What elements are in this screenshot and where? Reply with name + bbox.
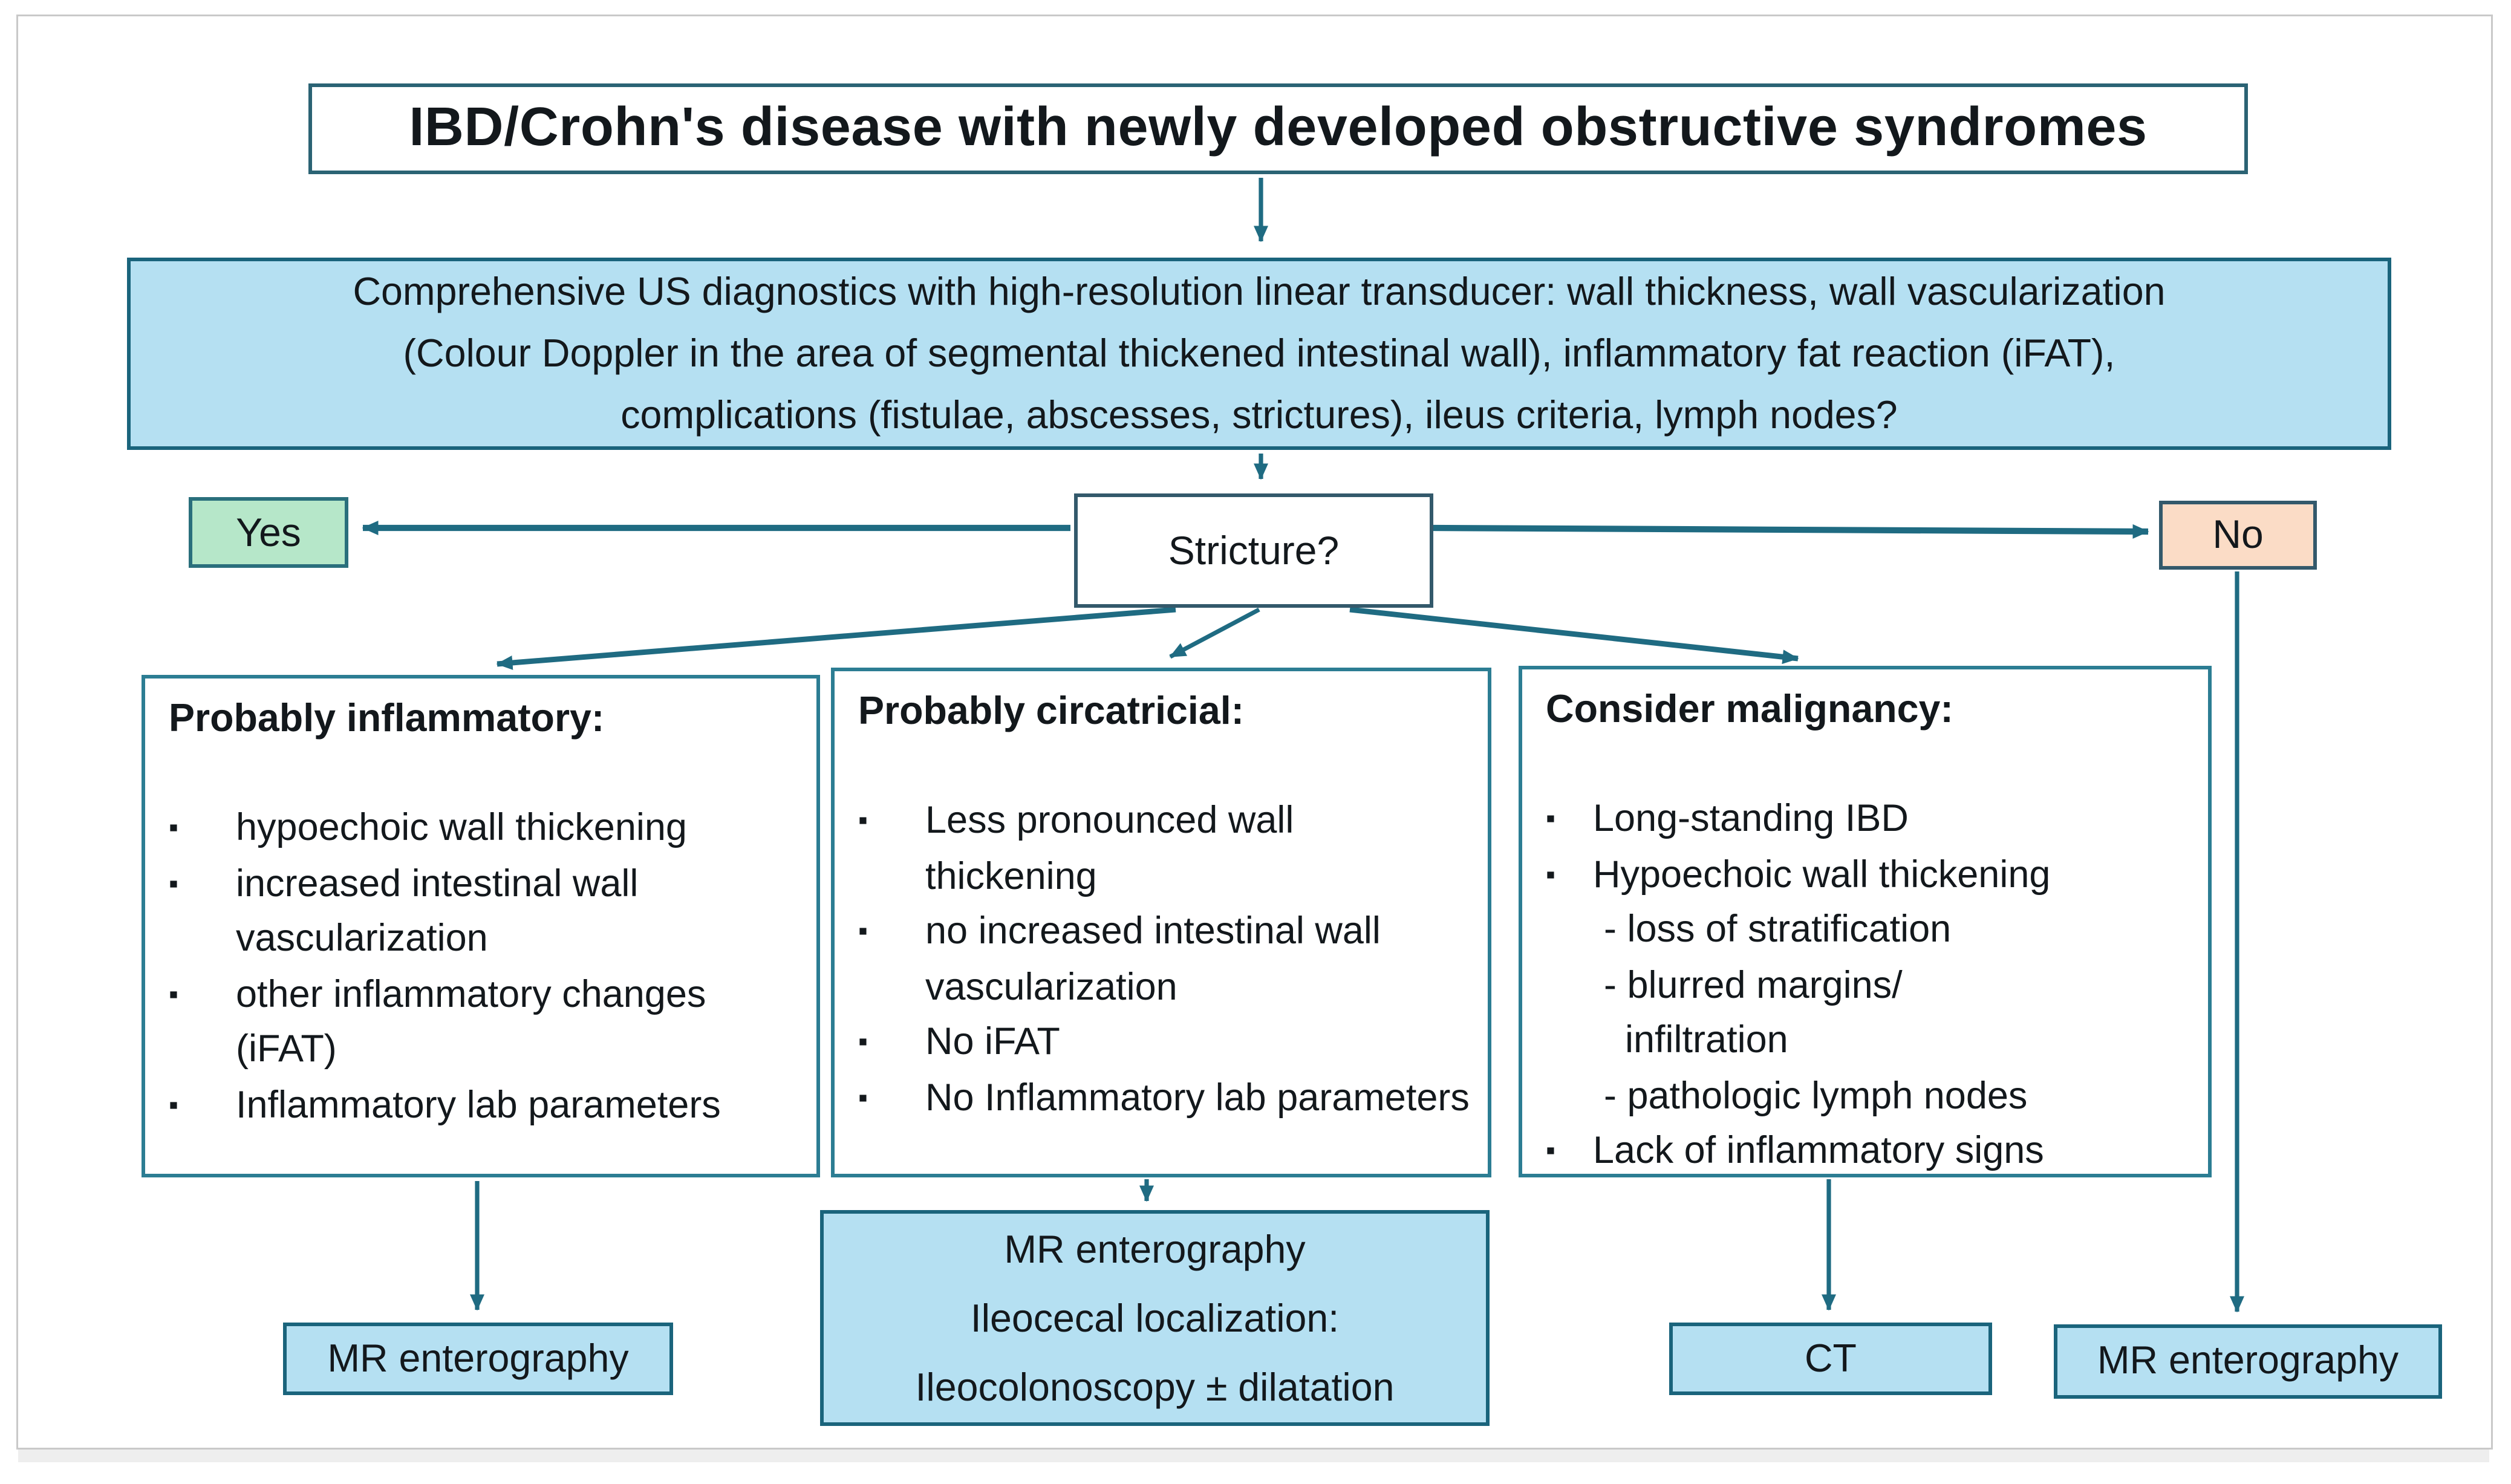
probably-inflammatory-box: Probably inflammatory: ▪ hypoechoic wall… bbox=[142, 675, 820, 1177]
square-bullet-icon: ▪ bbox=[1546, 1136, 1555, 1167]
list-item: ▪ Lack of inflammatory signs bbox=[1546, 1125, 2193, 1180]
square-bullet-icon: ▪ bbox=[858, 1082, 868, 1113]
title-box: IBD/Crohn's disease with newly developed… bbox=[308, 83, 2248, 174]
list-item: ▪ Inflammatory lab parameters bbox=[169, 1079, 802, 1134]
page-title: IBD/Crohn's disease with newly developed… bbox=[409, 98, 2148, 158]
list-item: ▪ No Inflammatory lab parameters bbox=[858, 1072, 1473, 1127]
yes-box: Yes bbox=[189, 497, 348, 568]
circatricial-header: Probably circatricial: bbox=[858, 689, 1245, 733]
square-bullet-icon: ▪ bbox=[858, 916, 868, 947]
sub-item: - pathologic lymph nodes bbox=[1604, 1075, 2028, 1117]
square-bullet-icon: ▪ bbox=[169, 1089, 178, 1121]
stricture-question: Stricture? bbox=[1168, 527, 1340, 573]
list-item: ▪ Long-standing IBD bbox=[1546, 793, 2193, 848]
us-line-2: (Colour Doppler in the area of segmental… bbox=[403, 332, 2115, 376]
list-item: ▪ hypoechoic wall thickening bbox=[169, 802, 802, 858]
square-bullet-icon: ▪ bbox=[169, 868, 178, 899]
list-item: ▪ no increased intestinal wall vasculari… bbox=[858, 905, 1473, 1016]
list-item: ▪ Hypoechoic wall thickening bbox=[1546, 848, 2193, 904]
consider-malignancy-box: Consider malignancy: ▪ Long-standing IBD… bbox=[1519, 666, 2212, 1177]
sub-item: - loss of stratification bbox=[1604, 909, 1952, 951]
list-item: ▪ other inflammatory changes (iFAT) bbox=[169, 968, 802, 1079]
list-item: ▪ Less pronounced wall thickening bbox=[858, 795, 1473, 905]
us-line-3: complications (fistulae, abscesses, stri… bbox=[620, 394, 1898, 437]
sub-item: - blurred margins/ infiltration bbox=[1604, 964, 1903, 1062]
us-line-1: Comprehensive US diagnostics with high-r… bbox=[353, 270, 2166, 314]
stricture-decision-box: Stricture? bbox=[1074, 493, 1433, 608]
probably-circatricial-box: Probably circatricial: ▪ Less pronounced… bbox=[831, 668, 1491, 1177]
yes-label: Yes bbox=[236, 509, 301, 555]
list-item: ▪ No iFAT bbox=[858, 1016, 1473, 1072]
square-bullet-icon: ▪ bbox=[169, 813, 178, 844]
inflammatory-header: Probably inflammatory: bbox=[169, 697, 605, 740]
outcome-line-3: Ileocolonoscopy ± dilatation bbox=[915, 1365, 1395, 1409]
list-item: ▪ increased intestinal wall vascularizat… bbox=[169, 858, 802, 968]
outcome-line-1: MR enterography bbox=[1004, 1227, 1306, 1271]
mr-enterography-ileocolonoscopy-box: MR enterography Ileocecal localization: … bbox=[820, 1210, 1490, 1426]
square-bullet-icon: ▪ bbox=[1546, 859, 1555, 890]
us-diagnostics-box: Comprehensive US diagnostics with high-r… bbox=[127, 258, 2391, 450]
square-bullet-icon: ▪ bbox=[1546, 804, 1555, 835]
square-bullet-icon: ▪ bbox=[858, 805, 868, 836]
malignancy-header: Consider malignancy: bbox=[1546, 688, 1953, 731]
square-bullet-icon: ▪ bbox=[858, 1027, 868, 1058]
no-box: No bbox=[2159, 501, 2317, 570]
square-bullet-icon: ▪ bbox=[169, 978, 178, 1010]
mr-enterography-box-left: MR enterography bbox=[283, 1323, 673, 1395]
mr-enterography-box-right: MR enterography bbox=[2054, 1324, 2442, 1399]
ct-box: CT bbox=[1669, 1323, 1992, 1395]
no-label: No bbox=[2212, 512, 2264, 557]
outcome-line-2: Ileocecal localization: bbox=[970, 1296, 1340, 1340]
bottom-gray-band bbox=[18, 1450, 2489, 1462]
